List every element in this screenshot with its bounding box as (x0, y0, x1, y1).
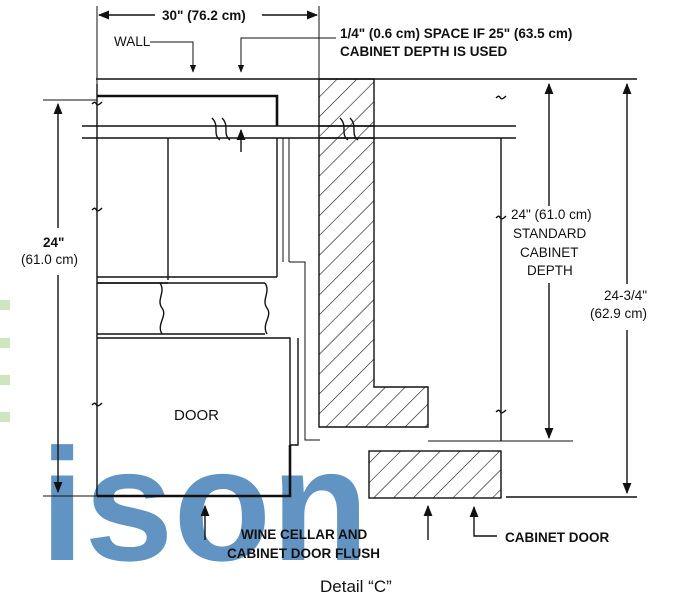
width-dimension: 30" (76.2 cm) (96, 6, 320, 84)
watermark-dot (0, 338, 10, 348)
hatched-wall-section (318, 78, 429, 428)
wall-callout: WALL (114, 34, 197, 73)
cabinet-door-callout: CABINET DOOR (469, 505, 610, 545)
watermark-dot (0, 375, 10, 385)
left-depth-line1: 24" (43, 235, 64, 250)
space-note-line1: 1/4" (0.6 cm) SPACE IF 25" (63.5 cm) (340, 26, 572, 41)
std-depth-line2: STANDARD (513, 226, 587, 241)
std-depth-line1: 24" (61.0 cm) (511, 207, 592, 222)
right-frame (495, 95, 507, 441)
cabinet-door-block (368, 450, 502, 499)
watermark-dot (0, 300, 10, 310)
std-depth-line4: DEPTH (527, 263, 573, 278)
flush-line2: CABINET DOOR FLUSH (227, 546, 380, 561)
watermark: ison (0, 300, 369, 594)
left-depth-dimension: 24" (61.0 cm) (21, 102, 78, 494)
wall-label: WALL (114, 34, 151, 49)
wine-cellar-cabinet (43, 84, 516, 498)
watermark-text: ison (40, 415, 369, 594)
cabinet-door-label: CABINET DOOR (505, 530, 610, 545)
flush-line1: WINE CELLAR AND (241, 527, 367, 542)
std-depth-line3: CABINET (520, 245, 579, 260)
flush-callout: WINE CELLAR AND CABINET DOOR FLUSH (200, 504, 433, 561)
standard-depth-dimension: 24" (61.0 cm) STANDARD CABINET DEPTH (511, 82, 592, 440)
overall-depth-dimension: 24-3/4" (62.9 cm) (590, 82, 647, 495)
door-label: DOOR (174, 407, 219, 424)
width-label: 30" (76.2 cm) (162, 8, 246, 23)
left-depth-line2: (61.0 cm) (21, 252, 78, 267)
detail-caption: Detail “C” (320, 577, 392, 596)
overall-depth-line1: 24-3/4" (604, 288, 647, 303)
space-note-line2: CABINET DEPTH IS USED (340, 44, 508, 59)
overall-depth-line2: (62.9 cm) (590, 306, 647, 321)
space-note: 1/4" (0.6 cm) SPACE IF 25" (63.5 cm) CAB… (237, 26, 572, 73)
watermark-dot (0, 412, 10, 422)
